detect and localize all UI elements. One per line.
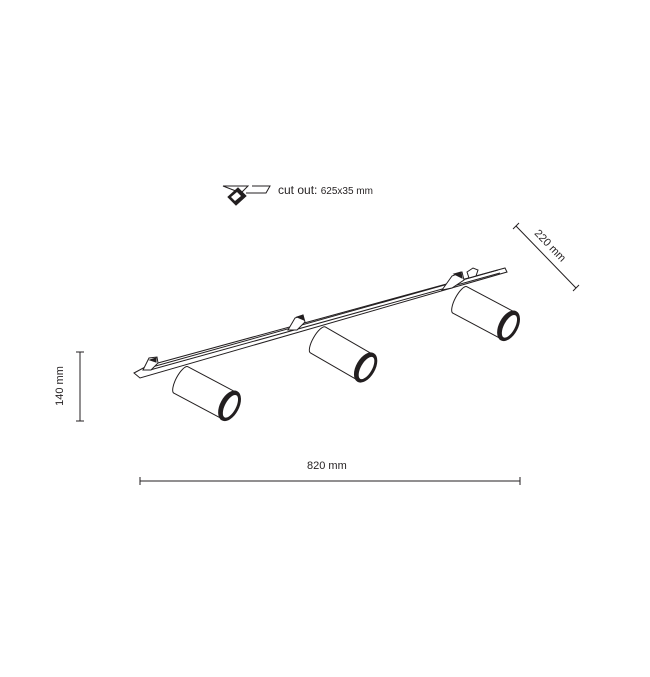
cutout-label: cut out: 625x35 mm xyxy=(278,183,373,197)
cutout-label-text: cut out: xyxy=(278,183,318,197)
mounting-clip xyxy=(440,267,479,291)
spotlight xyxy=(308,326,378,383)
spotlight xyxy=(451,286,520,342)
length-dimension-label: 820 mm xyxy=(307,460,347,472)
mounting-clip xyxy=(287,314,306,331)
cutout-value: 625x35 mm xyxy=(320,186,373,197)
height-dimension-line xyxy=(76,351,84,422)
spotlight xyxy=(172,366,241,422)
mounting-clip xyxy=(142,356,159,371)
height-dimension-label: 140 mm xyxy=(53,366,66,406)
length-dimension-line xyxy=(139,477,521,485)
recessed-cutout-icon xyxy=(222,185,271,206)
depth-dimension-line xyxy=(512,222,580,292)
